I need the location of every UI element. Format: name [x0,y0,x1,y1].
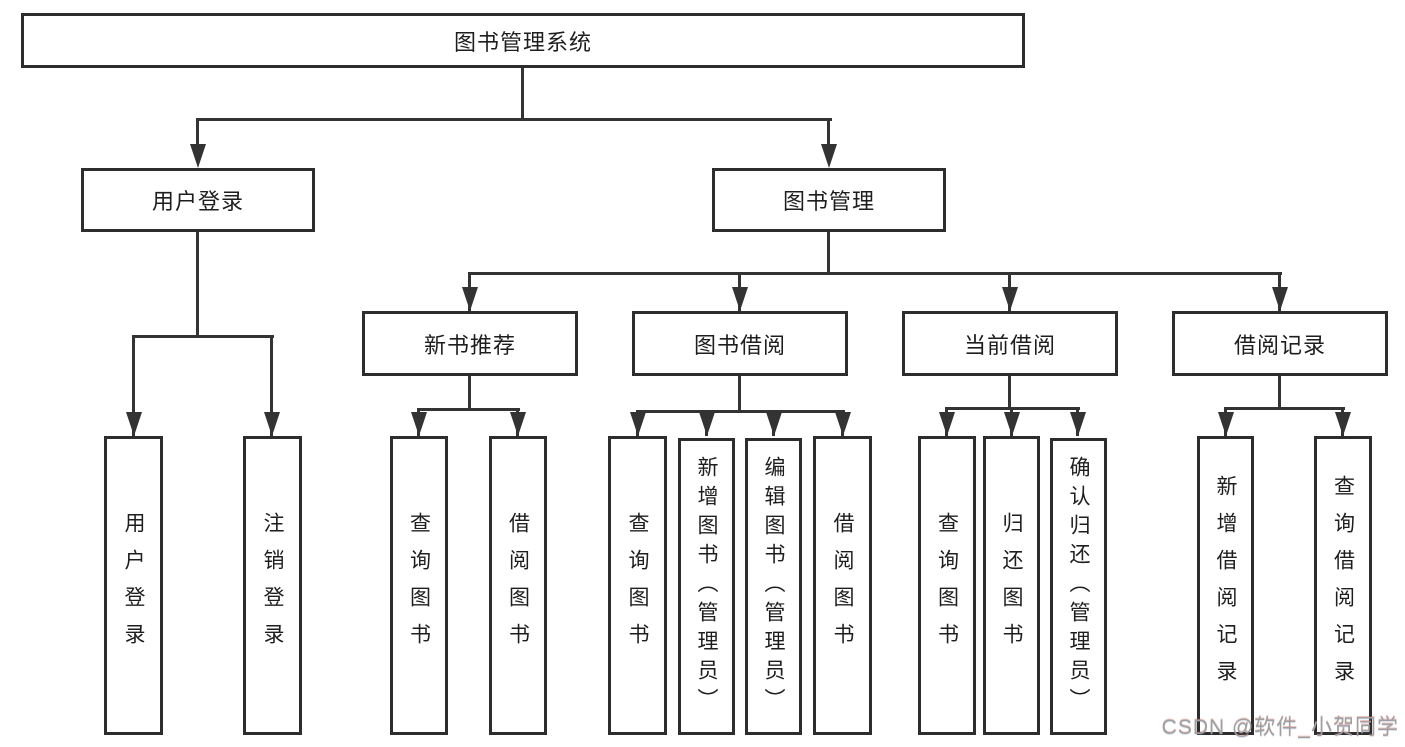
arrow-to-rec-add [1218,412,1234,436]
connector-root-bar [196,118,832,121]
connector-mgmt-bar [468,272,1282,275]
connector-newbooks-bar [417,408,520,411]
arrow-to-cb-confirm [1070,412,1086,436]
node-book-borrow: 图书借阅 [632,311,848,376]
arrow-to-current-borrow [1002,287,1018,311]
arrow-to-cb-query [939,412,955,436]
arrow-to-logout-leaf [264,412,280,436]
leaf-current-confirm-admin-label: 确认归还（管理员） [1067,456,1090,717]
leaf-borrow-edit-admin-label: 编辑图书（管理员） [762,456,785,717]
leaf-current-query-label: 查询图书 [935,511,959,660]
leaf-borrow-query-label: 查询图书 [626,511,649,660]
leaf-records-add-label: 新增借阅记录 [1214,474,1237,697]
node-root: 图书管理系统 [21,13,1025,68]
leaf-newbooks-borrow: 借阅图书 [489,436,547,735]
leaf-borrow-borrow: 借阅图书 [813,436,872,735]
connector-drop-user-login [196,118,199,148]
leaf-records-query: 查询借阅记录 [1314,436,1372,735]
node-current-borrow: 当前借阅 [902,311,1118,376]
connector-drop-login-leaf [132,335,135,436]
leaf-current-query: 查询图书 [918,436,976,735]
leaf-current-return-label: 归还图书 [1000,511,1023,660]
arrow-to-book-management [821,144,837,168]
arrow-to-book-borrow [732,287,748,311]
leaf-records-add: 新增借阅记录 [1197,436,1254,735]
leaf-borrow-add-admin: 新增图书（管理员） [678,438,735,735]
connector-login-trunk [196,232,199,335]
connector-drop-book-management [827,118,830,148]
leaf-current-confirm-admin: 确认归还（管理员） [1050,438,1107,735]
connector-current-trunk [1008,376,1011,407]
arrow-to-nb-query [411,412,427,436]
connector-borrow-bar [636,410,845,413]
connector-mgmt-trunk [827,232,830,272]
node-new-book-recommend: 新书推荐 [362,311,578,376]
connector-newbooks-trunk [468,376,471,408]
leaf-borrow-query: 查询图书 [608,436,667,735]
arrow-to-rec-query [1335,412,1351,436]
leaf-borrow-add-admin-label: 新增图书（管理员） [695,456,718,717]
arrow-to-bw-query [630,412,646,436]
connector-drop-logout-leaf [270,335,273,436]
arrow-to-login-leaf [126,412,142,436]
leaf-logout: 注销登录 [243,436,302,735]
node-book-management: 图书管理 [712,168,946,232]
leaf-records-query-label: 查询借阅记录 [1331,474,1355,697]
arrow-to-bw-add [699,412,715,436]
node-user-login: 用户登录 [81,168,315,232]
node-borrow-records: 借阅记录 [1172,311,1388,376]
connector-records-bar [1224,407,1345,410]
arrow-to-bw-edit [766,412,782,436]
connector-records-trunk [1278,376,1281,407]
arrow-to-borrow-records [1272,287,1288,311]
leaf-borrow-edit-admin: 编辑图书（管理员） [745,438,802,735]
leaf-newbooks-query-label: 查询图书 [407,511,431,660]
leaf-current-return: 归还图书 [983,436,1040,735]
leaf-newbooks-query: 查询图书 [390,436,448,735]
connector-login-bar [132,335,274,338]
leaf-borrow-borrow-label: 借阅图书 [831,511,854,660]
csdn-watermark: CSDN @软件_小贺同学 [1161,716,1399,739]
connector-borrow-trunk [738,376,741,410]
connector-root-trunk [521,68,524,118]
leaf-logout-label: 注销登录 [261,511,284,660]
arrow-to-user-login [190,144,206,168]
arrow-to-bw-borrow [835,412,851,436]
leaf-newbooks-borrow-label: 借阅图书 [506,511,530,660]
arrow-to-nb-borrow [510,412,526,436]
leaf-user-login-label: 用户登录 [122,511,145,660]
leaf-user-login: 用户登录 [104,436,163,735]
arrow-to-cb-return [1004,412,1020,436]
arrow-to-new-books [462,287,478,311]
